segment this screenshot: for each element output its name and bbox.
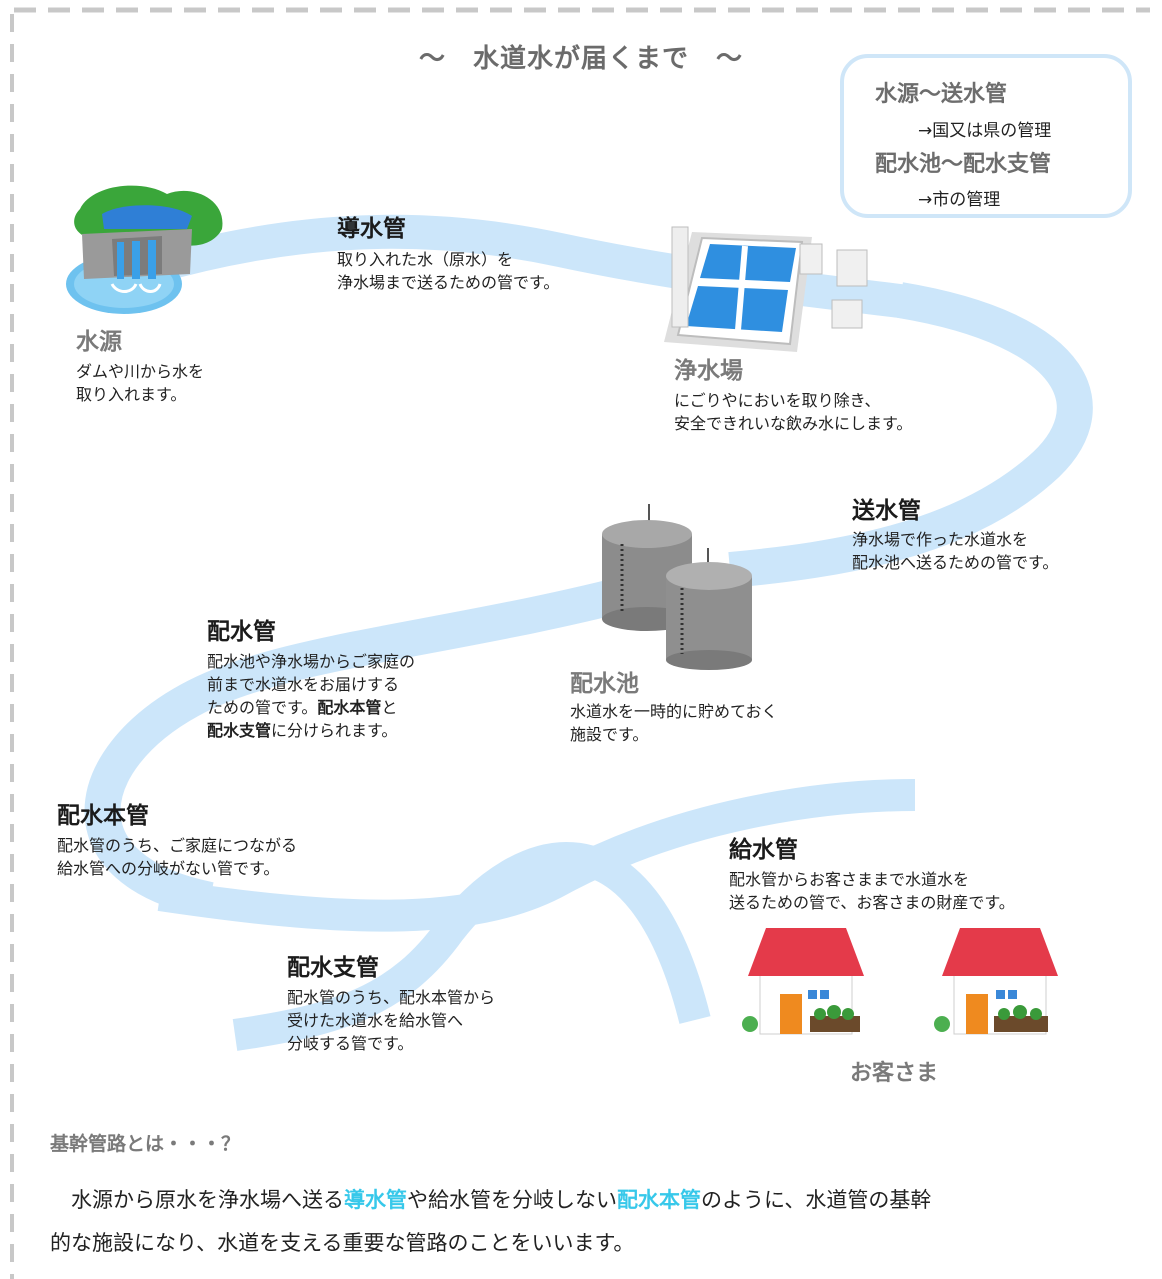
legend-owner-1: →国又は県の管理 (918, 121, 1052, 141)
footer-highlight-intake-pipe: 導水管 (344, 1188, 407, 1212)
transmission-pipe-desc-line-2: 配水池へ送るための管です。 (852, 553, 1059, 572)
transmission-pipe-path (728, 282, 1093, 588)
transmission-pipe-desc-line-1: 浄水場で作った水道水を (852, 530, 1029, 549)
legend-range-2: 配水池～配水支管 (875, 152, 1052, 177)
plant-desc-line-1: にごりやにおいを取り除き、 (674, 391, 881, 410)
reservoir-title: 配水池 (570, 671, 639, 697)
intake-pipe-title: 導水管 (337, 216, 406, 242)
customer-title: お客さま (850, 1061, 939, 1086)
distribution-pipe-main-term: 配水本管 (317, 698, 382, 717)
source-title: 水源 (76, 329, 122, 355)
footer-text-3: のように、水道管の基幹 (701, 1188, 932, 1212)
branch-pipe-path (232, 842, 711, 1051)
reservoir-desc-line-1: 水道水を一時的に貯めておく (570, 702, 778, 721)
plant-desc-line-2: 安全できれいな飲み水にします。 (674, 414, 913, 433)
service-pipe-desc-line-1: 配水管からお客さままで水道水を (729, 870, 970, 889)
reservoir-desc: 水道水を一時的に貯めておく 施設です。 (570, 700, 778, 746)
distribution-pipe-desc-line-1: 配水池や浄水場からご家庭の (207, 652, 416, 671)
distribution-pipe-desc-line-2: 前まで水道水をお届けする (207, 675, 400, 694)
distribution-pipe-desc-line-4: 配水支管に分けられます。 (207, 719, 415, 742)
source-desc: ダムや川から水を 取り入れます。 (76, 360, 204, 406)
service-pipe-desc: 配水管からお客さままで水道水を 送るための管で、お客さまの財産です。 (729, 868, 1015, 914)
footer-text-1: 水源から原水を浄水場へ送る (50, 1188, 344, 1212)
branch-pipe-desc-line-1: 配水管のうち、配水本管から (287, 988, 496, 1007)
main-pipe-desc: 配水管のうち、ご家庭につながる 給水管への分岐がない管です。 (57, 834, 297, 880)
footer-text-2: や給水管を分岐しない (407, 1188, 617, 1212)
intake-pipe-path (145, 214, 933, 322)
source-desc-line-2: 取り入れます。 (76, 385, 187, 404)
footer-question: 基幹管路とは・・・？ (50, 1133, 241, 1155)
footer-highlight-main-pipe: 配水本管 (617, 1188, 701, 1212)
footer-paragraph: 水源から原水を浄水場へ送る導水管や給水管を分岐しない配水本管のように、水道管の基… (50, 1179, 1145, 1265)
service-pipe-desc-line-2: 送るための管で、お客さまの財産です。 (729, 893, 1015, 912)
footer-line-2: 的な施設になり、水道を支える重要な管路のことをいいます。 (50, 1231, 635, 1255)
distribution-pipe-desc-4b: に分けられます。 (271, 721, 398, 740)
legend-range-1: 水源～送水管 (875, 82, 1008, 107)
main-pipe-path (157, 779, 916, 932)
intake-pipe-desc: 取り入れた水（原水）を 浄水場まで送るための管です。 (337, 248, 559, 294)
legend-owner-2: →市の管理 (918, 190, 1001, 210)
treatment-plant-illustration (664, 226, 868, 352)
house-illustration-1 (742, 928, 864, 1035)
distribution-pipe-desc-line-3: ための管です。配水本管と (207, 696, 415, 719)
plant-desc: にごりやにおいを取り除き、 安全できれいな飲み水にします。 (674, 389, 912, 435)
main-pipe-title: 配水本管 (57, 803, 149, 829)
house-illustration-2 (934, 928, 1058, 1035)
distribution-pipe-desc-3a: ための管です。 (207, 698, 318, 717)
service-pipe-title: 給水管 (729, 837, 798, 863)
diagram-title: ～ 水道水が届くまで ～ (418, 44, 743, 74)
transmission-pipe-desc: 浄水場で作った水道水を 配水池へ送るための管です。 (852, 528, 1058, 574)
source-desc-line-1: ダムや川から水を (76, 362, 205, 381)
dam-illustration (66, 185, 223, 314)
main-pipe-desc-line-2: 給水管への分岐がない管です。 (57, 859, 280, 878)
intake-pipe-desc-line-2: 浄水場まで送るための管です。 (337, 273, 560, 292)
plant-title: 浄水場 (674, 358, 743, 384)
transmission-pipe-title: 送水管 (852, 498, 921, 524)
distribution-pipe-branch-term: 配水支管 (207, 721, 272, 740)
distribution-pipe-title: 配水管 (207, 619, 276, 645)
reservoir-tanks-illustration (602, 504, 752, 670)
distribution-pipe-path (84, 572, 645, 918)
management-legend-box (840, 54, 1132, 218)
branch-pipe-title: 配水支管 (287, 955, 379, 981)
branch-pipe-desc: 配水管のうち、配水本管から 受けた水道水を給水管へ 分岐する管です。 (287, 986, 495, 1055)
main-pipe-desc-line-1: 配水管のうち、ご家庭につながる (57, 836, 298, 855)
branch-pipe-desc-line-3: 分岐する管です。 (287, 1034, 414, 1053)
distribution-pipe-desc: 配水池や浄水場からご家庭の 前まで水道水をお届けする ための管です。配水本管と … (207, 650, 415, 742)
intake-pipe-desc-line-1: 取り入れた水（原水）を (337, 250, 514, 269)
distribution-pipe-desc-3c: と (381, 698, 398, 717)
branch-pipe-desc-line-2: 受けた水道水を給水管へ (287, 1011, 464, 1030)
footer-line-1: 水源から原水を浄水場へ送る導水管や給水管を分岐しない配水本管のように、水道管の基… (50, 1179, 1145, 1222)
reservoir-desc-line-2: 施設です。 (570, 725, 649, 744)
